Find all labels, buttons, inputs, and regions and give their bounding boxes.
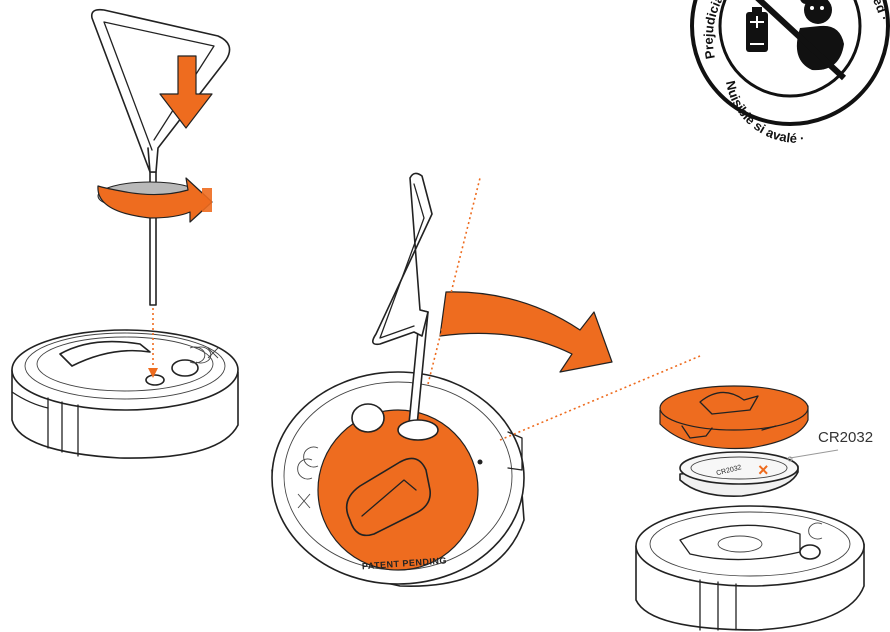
- twist-arrow-icon: [98, 178, 212, 222]
- battery-type-label: CR2032: [818, 429, 873, 446]
- battery-cover: [660, 386, 808, 449]
- step-3-group: × CR2032 CR2032: [636, 386, 873, 630]
- step-1-group: [12, 10, 238, 458]
- device-3: [636, 506, 864, 630]
- step-2-group: PATENT PENDING: [272, 173, 700, 586]
- svg-text:×: ×: [758, 460, 769, 480]
- rotate-arrow-icon: [440, 292, 612, 372]
- child-safety-warning-seal: Prejudicial și trasee · Not to be swallo…: [692, 0, 890, 146]
- guide-line-2a: [428, 178, 480, 384]
- battery-leader-line: [790, 450, 838, 458]
- battery-icon: [746, 7, 768, 52]
- key-1: [92, 10, 230, 305]
- device-1: [12, 330, 238, 458]
- device-2: PATENT PENDING: [272, 372, 524, 586]
- cr2032-battery: × CR2032: [680, 452, 798, 496]
